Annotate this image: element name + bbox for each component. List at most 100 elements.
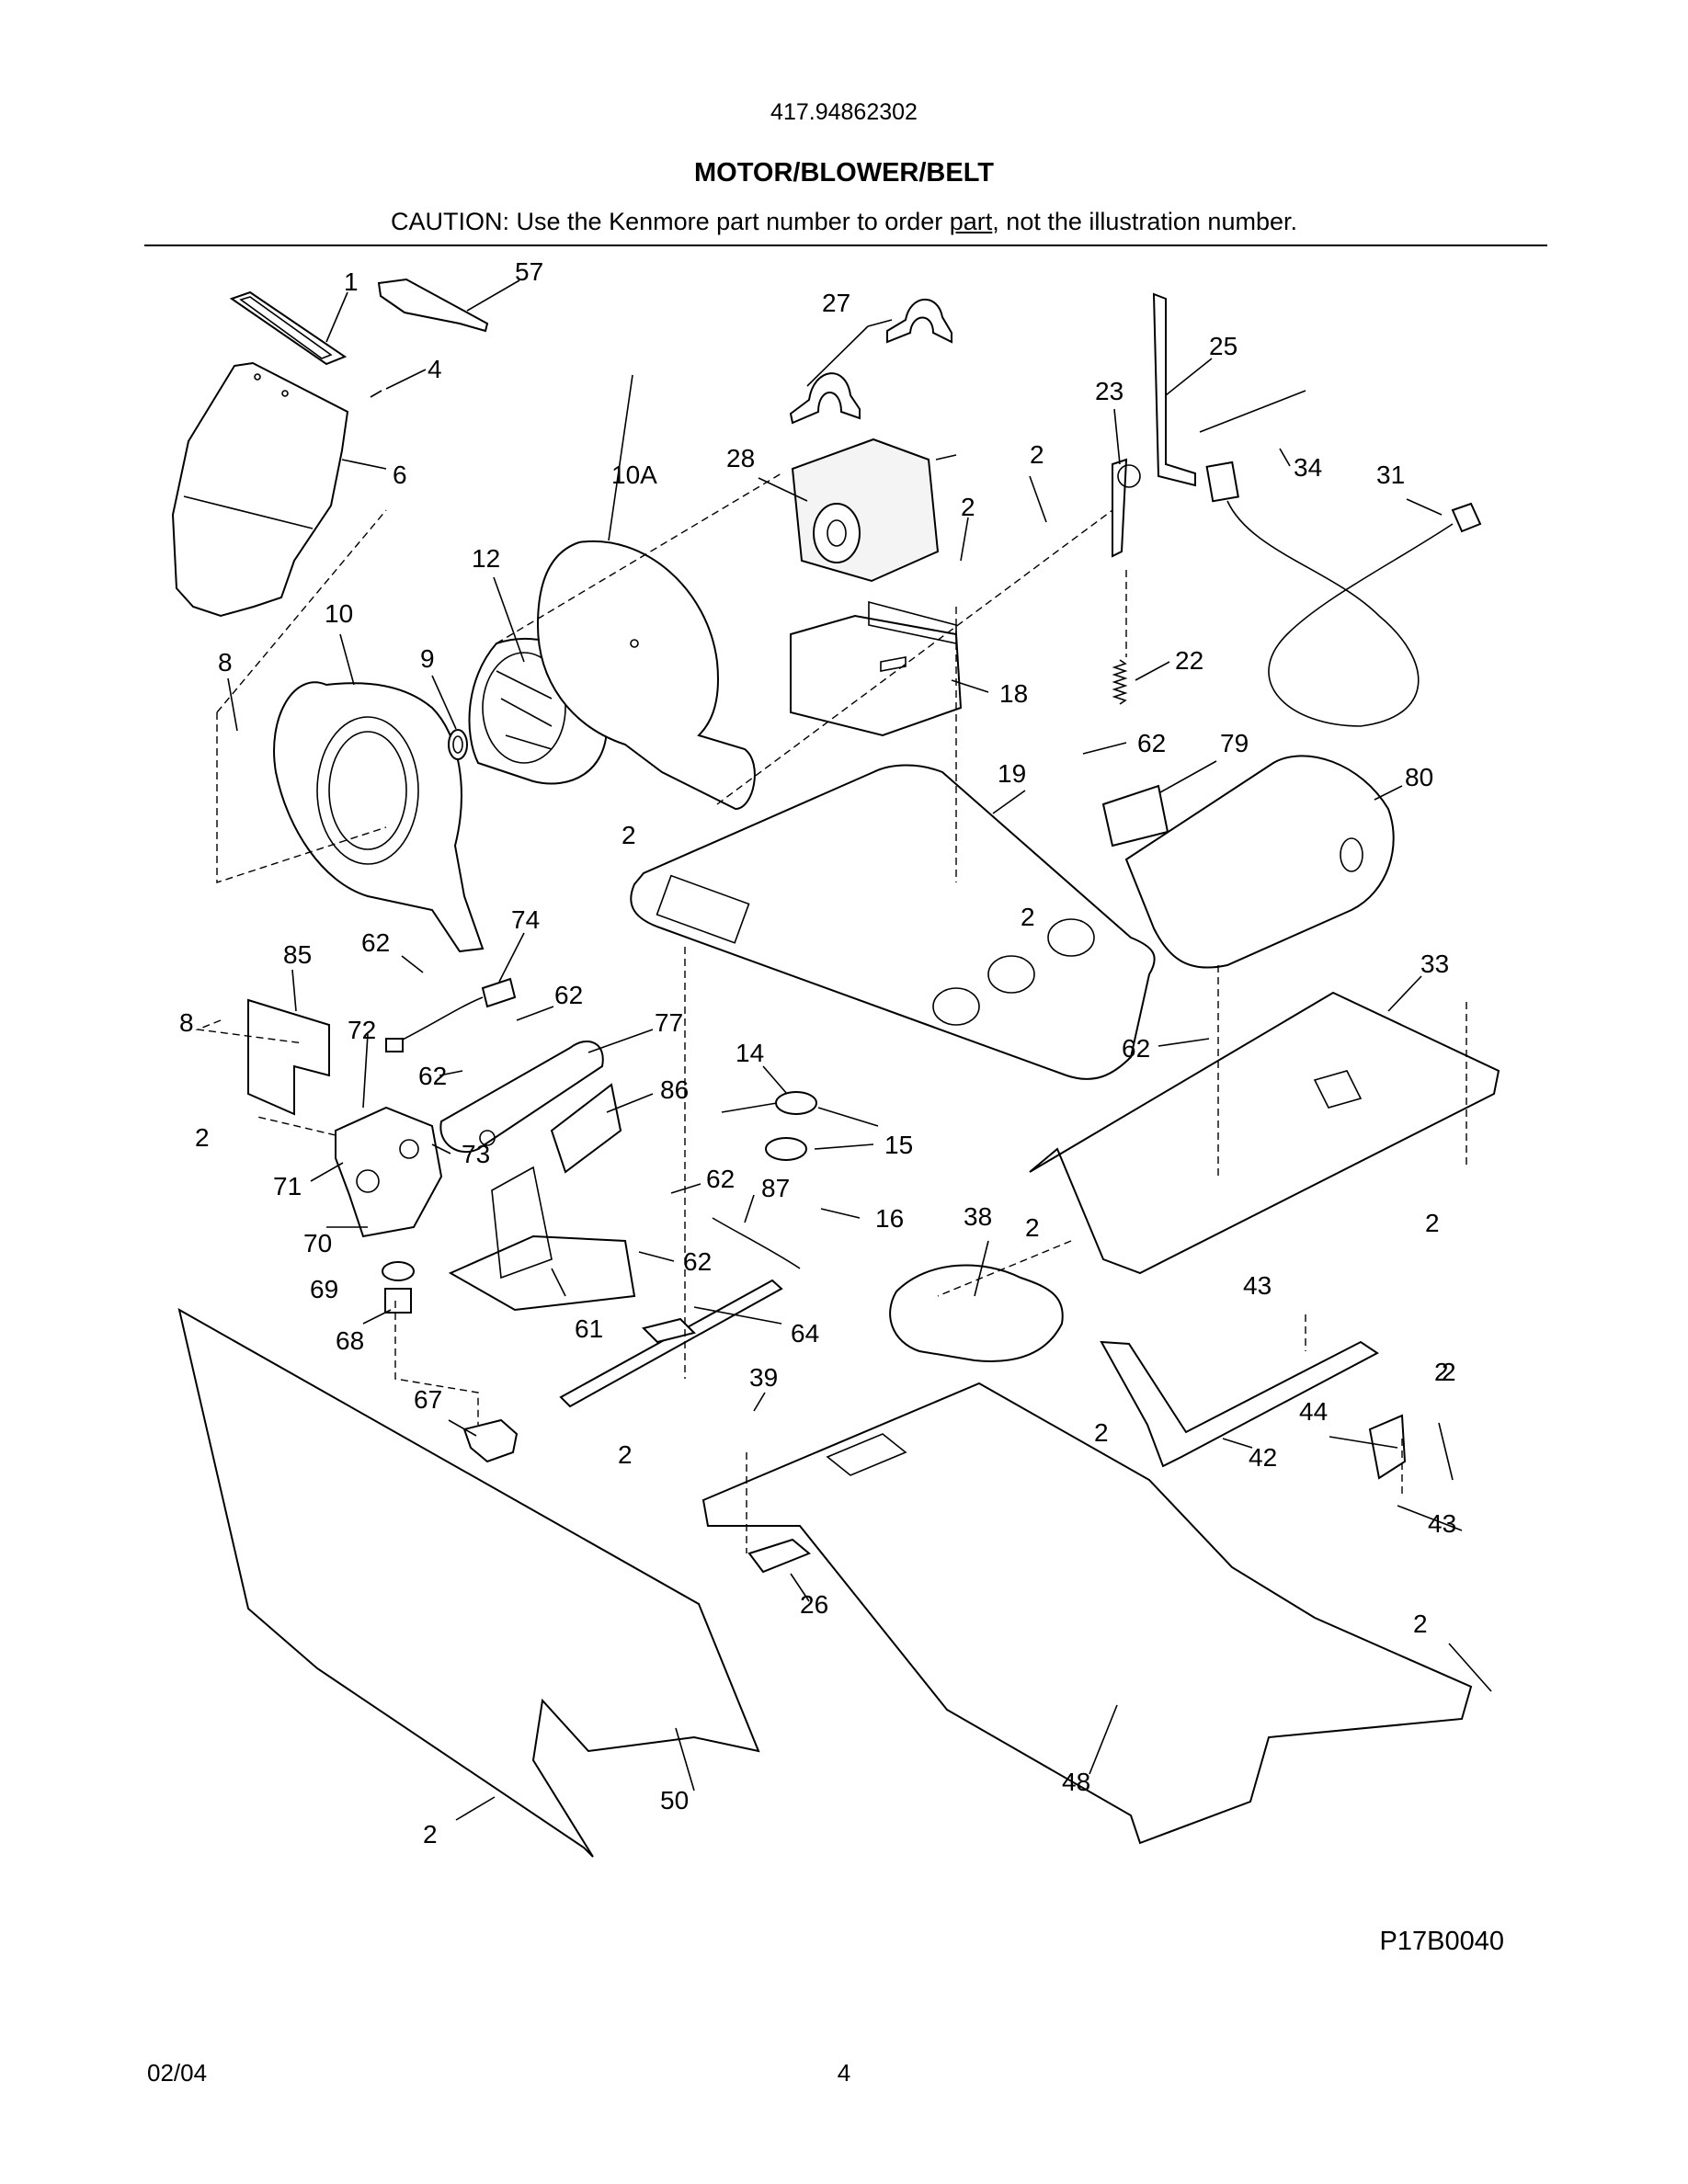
part-26-bracket xyxy=(747,1538,811,1574)
callout-62: 62 xyxy=(361,928,390,957)
caution-underlined-word: part xyxy=(949,208,993,235)
part-1-gasket xyxy=(229,290,348,366)
callout-23: 23 xyxy=(1095,377,1123,405)
callout-62: 62 xyxy=(683,1247,712,1276)
callout-6: 6 xyxy=(393,461,407,489)
part-9-seal xyxy=(448,729,468,760)
part-69-nut xyxy=(382,1261,415,1281)
part-42-rail xyxy=(1100,1340,1379,1468)
part-80-capacitor xyxy=(1124,755,1395,969)
callout-62: 62 xyxy=(1137,729,1166,757)
callout-labels: 1 57 4 6 10A 12 10 9 8 2 27 28 2 2 23 25… xyxy=(179,257,1456,1848)
part-61-valve-bracket xyxy=(448,1166,636,1312)
callout-18: 18 xyxy=(999,679,1028,708)
callout-33: 33 xyxy=(1420,950,1449,978)
part-19-base-plate xyxy=(630,764,1156,1080)
callout-64: 64 xyxy=(791,1319,819,1348)
part-27-motor-clamps xyxy=(789,298,952,425)
part-31-power-cord xyxy=(1205,461,1482,727)
callout-61: 61 xyxy=(575,1314,603,1343)
part-68-fitting xyxy=(384,1288,412,1314)
part-87-wire xyxy=(712,1217,801,1269)
callout-8: 8 xyxy=(179,1008,194,1037)
callout-31: 31 xyxy=(1376,461,1405,489)
callout-27: 27 xyxy=(822,289,850,317)
callout-87: 87 xyxy=(761,1174,790,1202)
illustration-code: P17B0040 xyxy=(1379,1927,1504,1956)
part-77-burner-tube xyxy=(439,1040,604,1154)
callout-85: 85 xyxy=(283,940,312,969)
callout-9: 9 xyxy=(420,644,435,673)
part-28-drive-motor xyxy=(791,438,957,583)
part-4-screw xyxy=(370,390,382,398)
callout-8: 8 xyxy=(218,648,233,677)
part-86-bracket xyxy=(550,1083,622,1174)
callout-2: 2 xyxy=(1425,1209,1440,1237)
callout-62: 62 xyxy=(1122,1034,1150,1063)
callout-2: 2 xyxy=(1413,1610,1428,1638)
callout-2: 2 xyxy=(622,821,636,849)
callout-25: 25 xyxy=(1209,332,1237,360)
callout-28: 28 xyxy=(726,444,755,472)
callout-2: 2 xyxy=(1434,1358,1449,1386)
page-number: 4 xyxy=(837,2059,851,2087)
caution-text-end: , not the illustration number. xyxy=(992,208,1297,235)
callout-42: 42 xyxy=(1249,1443,1277,1472)
callout-86: 86 xyxy=(660,1075,689,1104)
callout-48: 48 xyxy=(1062,1768,1090,1796)
callout-22: 22 xyxy=(1175,646,1203,675)
part-48-base-pan xyxy=(701,1382,1473,1845)
callout-80: 80 xyxy=(1405,763,1433,791)
callout-12: 12 xyxy=(472,544,500,573)
callout-15: 15 xyxy=(884,1131,913,1159)
callout-4: 4 xyxy=(428,355,442,383)
model-number: 417.94862302 xyxy=(770,99,918,125)
callout-2: 2 xyxy=(961,493,975,521)
callout-77: 77 xyxy=(655,1008,683,1037)
caution-text-start: CAUTION: Use the Kenmore part number to … xyxy=(391,208,950,235)
callout-62: 62 xyxy=(706,1165,735,1193)
header-divider xyxy=(144,245,1547,246)
callout-44: 44 xyxy=(1299,1397,1328,1426)
callout-2: 2 xyxy=(1021,903,1035,931)
page-title: MOTOR/BLOWER/BELT xyxy=(694,158,994,188)
part-85-bracket xyxy=(247,998,330,1116)
callout-69: 69 xyxy=(310,1275,338,1303)
callout-79: 79 xyxy=(1220,729,1249,757)
callout-39: 39 xyxy=(749,1363,778,1392)
part-18-motor-mount xyxy=(790,600,963,737)
callout-71: 71 xyxy=(273,1172,302,1200)
part-10a-blower-cover xyxy=(536,540,756,811)
assembly-dashed-lines xyxy=(195,472,1467,1553)
callout-2: 2 xyxy=(1025,1213,1040,1242)
callout-10a: 10A xyxy=(611,461,657,489)
callout-72: 72 xyxy=(348,1016,376,1044)
callout-43: 43 xyxy=(1428,1509,1456,1538)
part-10-blower-housing xyxy=(273,681,485,953)
part-38-duct-elbow xyxy=(889,1264,1064,1362)
part-64-rod xyxy=(559,1279,783,1408)
callout-34: 34 xyxy=(1294,453,1322,482)
callout-19: 19 xyxy=(998,759,1026,788)
callout-1: 1 xyxy=(344,267,359,296)
callout-62: 62 xyxy=(554,981,583,1009)
callout-2: 2 xyxy=(1030,440,1044,469)
callout-73: 73 xyxy=(462,1140,490,1168)
part-22-spring xyxy=(1112,659,1128,705)
callout-68: 68 xyxy=(336,1326,364,1355)
callout-2: 2 xyxy=(1094,1418,1109,1447)
part-74-igniter xyxy=(385,977,517,1052)
callout-14: 14 xyxy=(736,1039,764,1067)
callout-2: 2 xyxy=(195,1123,210,1152)
callout-38: 38 xyxy=(964,1202,992,1231)
footer-date: 02/04 xyxy=(147,2059,208,2087)
part-25-cabinet-bracket xyxy=(1152,292,1306,487)
part-50-front-panel xyxy=(177,1308,760,1858)
part-23-idler-arm xyxy=(1112,458,1141,558)
callout-57: 57 xyxy=(515,257,543,286)
caution-note: CAUTION: Use the Kenmore part number to … xyxy=(0,208,1688,236)
part-79-capacitor-bracket xyxy=(1101,784,1169,847)
callout-leader-lines xyxy=(227,279,1492,1821)
part-72-gas-valve xyxy=(335,1106,443,1238)
